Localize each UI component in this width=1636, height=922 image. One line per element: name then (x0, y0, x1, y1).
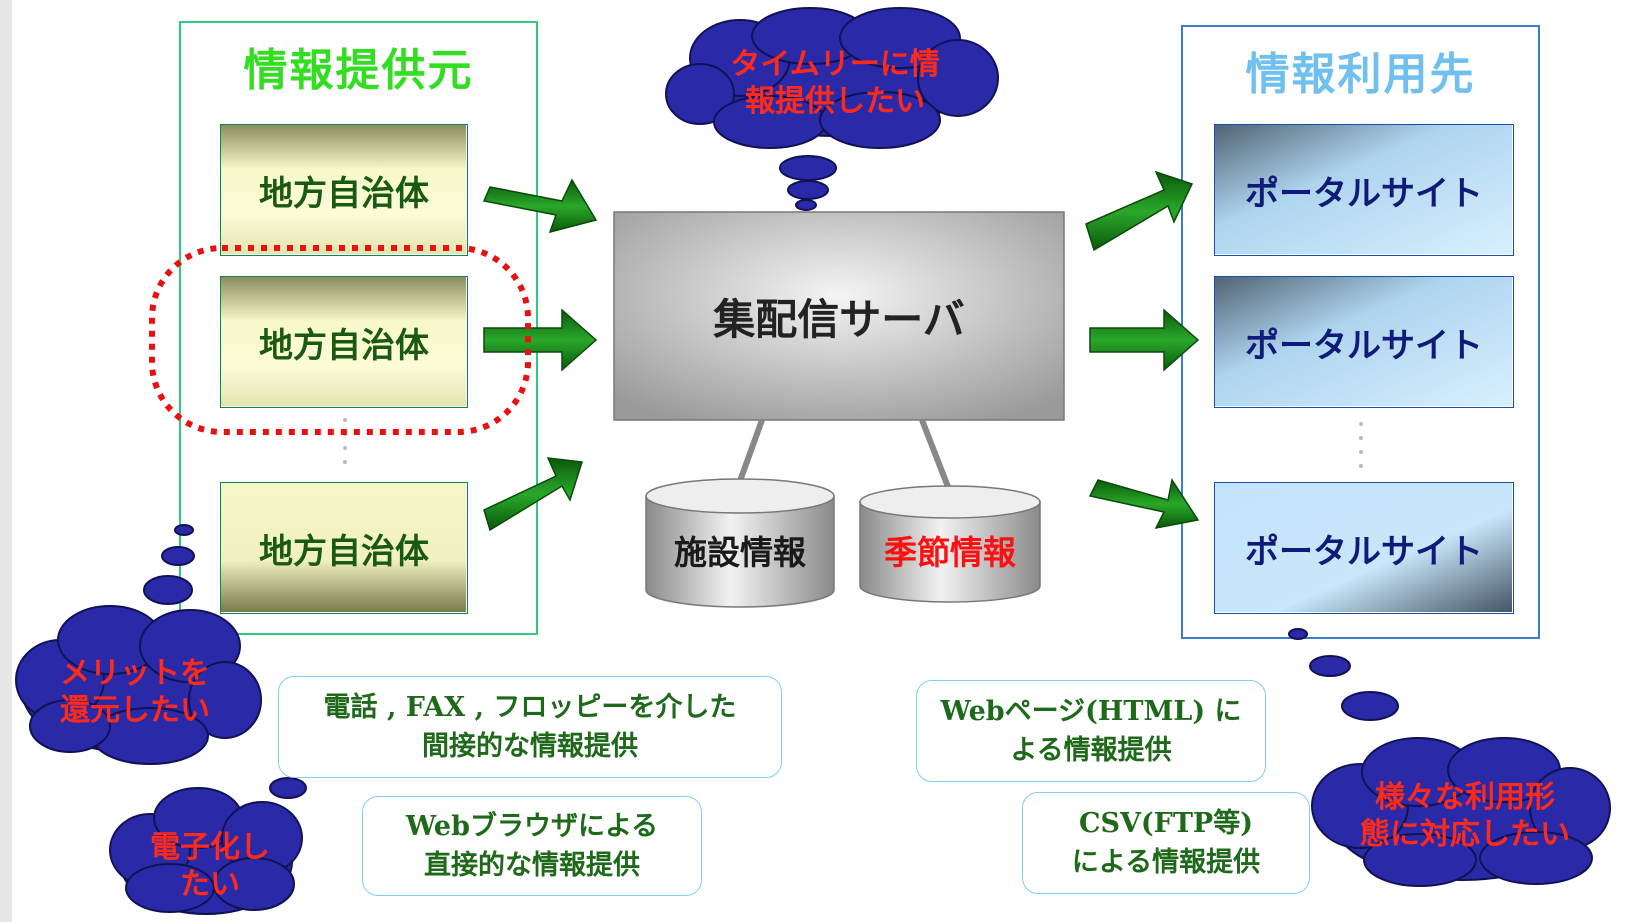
source-title: 情報提供元 (243, 44, 474, 96)
portal-fill-2 (1214, 276, 1512, 406)
info-webpage: Webページ(HTML) に よる情報提供 (916, 680, 1266, 782)
municipality-box-2: 地方自治体 (220, 276, 468, 408)
municipality-box-3: 地方自治体 (220, 482, 468, 614)
cloud-timely (665, 7, 999, 211)
cloud-merit (15, 524, 262, 765)
portal-fill-3 (1214, 482, 1512, 612)
db-season-label: 季節情報 (884, 533, 1016, 573)
portal-ellipsis (1359, 422, 1363, 468)
arrow-right-2 (1089, 308, 1200, 372)
portal-box-3: ポータルサイト (1214, 482, 1514, 614)
cloud-digitize (109, 735, 348, 915)
portal-box-2: ポータルサイト (1214, 276, 1514, 408)
arrow-left-3 (483, 457, 583, 532)
db-season-cylinder (859, 485, 1041, 603)
server-label: 集配信サーバ (713, 294, 965, 344)
server-box (613, 211, 1065, 421)
municipality-fill-2 (220, 276, 466, 406)
portal-box-1: ポータルサイト (1214, 124, 1514, 256)
cloud-merit-text: メリットを 還元したい (60, 655, 210, 729)
destination-title: 情報利用先 (1245, 48, 1476, 100)
cloud-various-text: 様々な利用形 態に対応したい (1360, 779, 1570, 853)
db-facility-label: 施設情報 (674, 533, 806, 573)
municipality-fill-3 (220, 482, 466, 612)
connector-season (919, 418, 953, 494)
left-edge-strip (0, 0, 12, 922)
municipality-box-1: 地方自治体 (220, 124, 468, 256)
db-facility-cylinder (645, 478, 835, 608)
arrow-left-2 (483, 308, 598, 372)
municipality-ellipsis (343, 418, 347, 464)
portal-fill-1 (1214, 124, 1512, 254)
municipality-fill-1 (220, 124, 466, 254)
cloud-various (1288, 628, 1611, 887)
arrow-right-3 (1088, 478, 1200, 530)
info-phone-fax: 電話 , FAX , フロッピーを介した 間接的な情報提供 (278, 676, 782, 778)
info-browser: Webブラウザによる 直接的な情報提供 (362, 796, 702, 896)
info-csv: CSV(FTP等) による情報提供 (1022, 792, 1310, 894)
arrow-left-1 (482, 178, 598, 234)
arrow-right-1 (1085, 170, 1194, 252)
cloud-timely-text: タイムリーに情 報提供したい (730, 46, 940, 120)
highlight-dotted-outline (149, 245, 531, 435)
cloud-digitize-text: 電子化し たい (150, 829, 270, 903)
